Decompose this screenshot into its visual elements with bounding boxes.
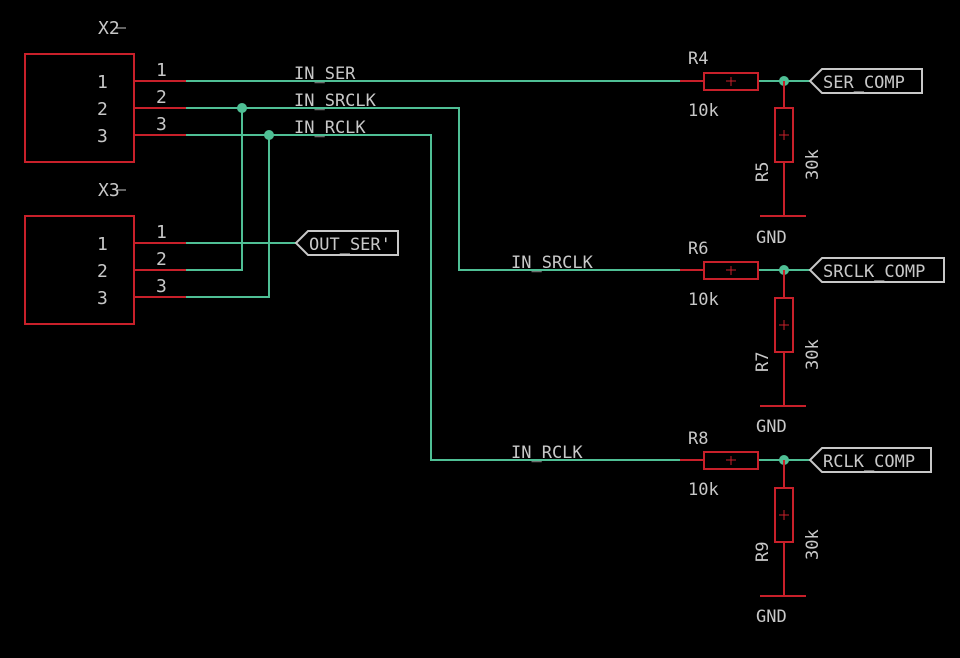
resistor-r9-name: R9 [753, 542, 773, 562]
junction-dot [264, 130, 274, 140]
port-srclk-comp[interactable]: SRCLK_COMP [808, 257, 945, 283]
connector-x3-name: X3 [98, 180, 120, 201]
port-rclk-comp-label: RCLK_COMP [823, 452, 915, 472]
wire-in-rclk[interactable] [186, 134, 680, 461]
ground-symbol[interactable]: GND [756, 595, 806, 627]
connector-x3-pin-number: 2 [156, 249, 167, 270]
net-label-in-srclk[interactable]: IN_SRCLK [294, 91, 377, 111]
resistor-r5-value: 30k [803, 149, 823, 180]
resistor-body [703, 72, 759, 91]
connector-x3-pin-number: 3 [156, 276, 167, 297]
connector-x2-pin-number: 1 [156, 60, 167, 81]
resistor-r6-name: R6 [688, 239, 708, 259]
wire-in-srclk[interactable] [186, 107, 680, 271]
resistor-r7-value: 30k [803, 339, 823, 370]
net-label-in-rclk[interactable]: IN_RCLK [294, 118, 366, 138]
net-label-in-ser[interactable]: IN_SER [294, 64, 356, 84]
port-ser-comp[interactable]: SER_COMP [808, 68, 923, 94]
net-labels: IN_SER IN_SRCLK IN_RCLK IN_SRCLK IN_RCLK [294, 64, 594, 463]
wire-x3-pin3[interactable] [186, 135, 270, 298]
connector-x2-pin-number: 3 [156, 114, 167, 135]
resistor-r5[interactable]: R5 30k [753, 81, 823, 216]
ground-label: GND [756, 417, 787, 437]
resistor-r4[interactable]: R4 10k [680, 49, 759, 121]
resistor-r8[interactable]: R8 10k [680, 429, 759, 500]
resistor-r6-value: 10k [688, 290, 719, 310]
net-label-in-srclk[interactable]: IN_SRCLK [511, 253, 594, 273]
connector-x2-pin-label: 1 [97, 72, 108, 93]
resistor-r4-name: R4 [688, 49, 708, 69]
wire-x3-pin2[interactable] [186, 108, 243, 271]
ground-symbol[interactable]: GND [756, 405, 806, 437]
port-out-ser-label: OUT_SER' [309, 235, 391, 255]
resistor-r8-name: R8 [688, 429, 708, 449]
resistor-r6[interactable]: R6 10k [680, 239, 759, 310]
resistor-r4-value: 10k [688, 101, 719, 121]
ground-label: GND [756, 228, 787, 248]
junction-dot [237, 103, 247, 113]
port-ser-comp-label: SER_COMP [823, 73, 905, 93]
port-rclk-comp[interactable]: RCLK_COMP [808, 447, 932, 473]
resistor-r7[interactable]: R7 30k [753, 270, 823, 406]
wires [186, 80, 810, 461]
port-flag-outline [294, 230, 399, 256]
ground-symbol[interactable]: GND [756, 215, 806, 248]
net-label-in-rclk[interactable]: IN_RCLK [511, 443, 583, 463]
connector-x2-pin-label: 2 [97, 99, 108, 120]
port-flag-outline [808, 257, 945, 283]
connector-x3-pin-label: 3 [97, 288, 108, 309]
resistor-body [703, 451, 759, 470]
resistor-r9-value: 30k [803, 529, 823, 560]
port-flag-outline [808, 68, 923, 94]
connector-x2[interactable]: X2 1 2 3 1 2 3 [24, 18, 186, 163]
connector-x2-pin-number: 2 [156, 87, 167, 108]
connector-x2-name: X2 [98, 18, 120, 39]
resistor-r5-name: R5 [753, 162, 773, 182]
resistor-r7-name: R7 [753, 352, 773, 372]
port-out-ser[interactable]: OUT_SER' [294, 230, 399, 256]
ground-label: GND [756, 607, 787, 627]
resistor-r8-value: 10k [688, 480, 719, 500]
connector-x3-pin-label: 1 [97, 234, 108, 255]
connector-x2-pin-label: 3 [97, 126, 108, 147]
resistor-body [703, 261, 759, 280]
connector-x3-pin-label: 2 [97, 261, 108, 282]
resistor-r9[interactable]: R9 30k [753, 460, 823, 596]
port-flag-outline [808, 447, 932, 473]
junctions [237, 76, 789, 465]
connector-x3[interactable]: X3 1 2 3 1 2 3 [24, 180, 186, 325]
port-srclk-comp-label: SRCLK_COMP [823, 262, 925, 282]
connector-x3-pin-number: 1 [156, 222, 167, 243]
